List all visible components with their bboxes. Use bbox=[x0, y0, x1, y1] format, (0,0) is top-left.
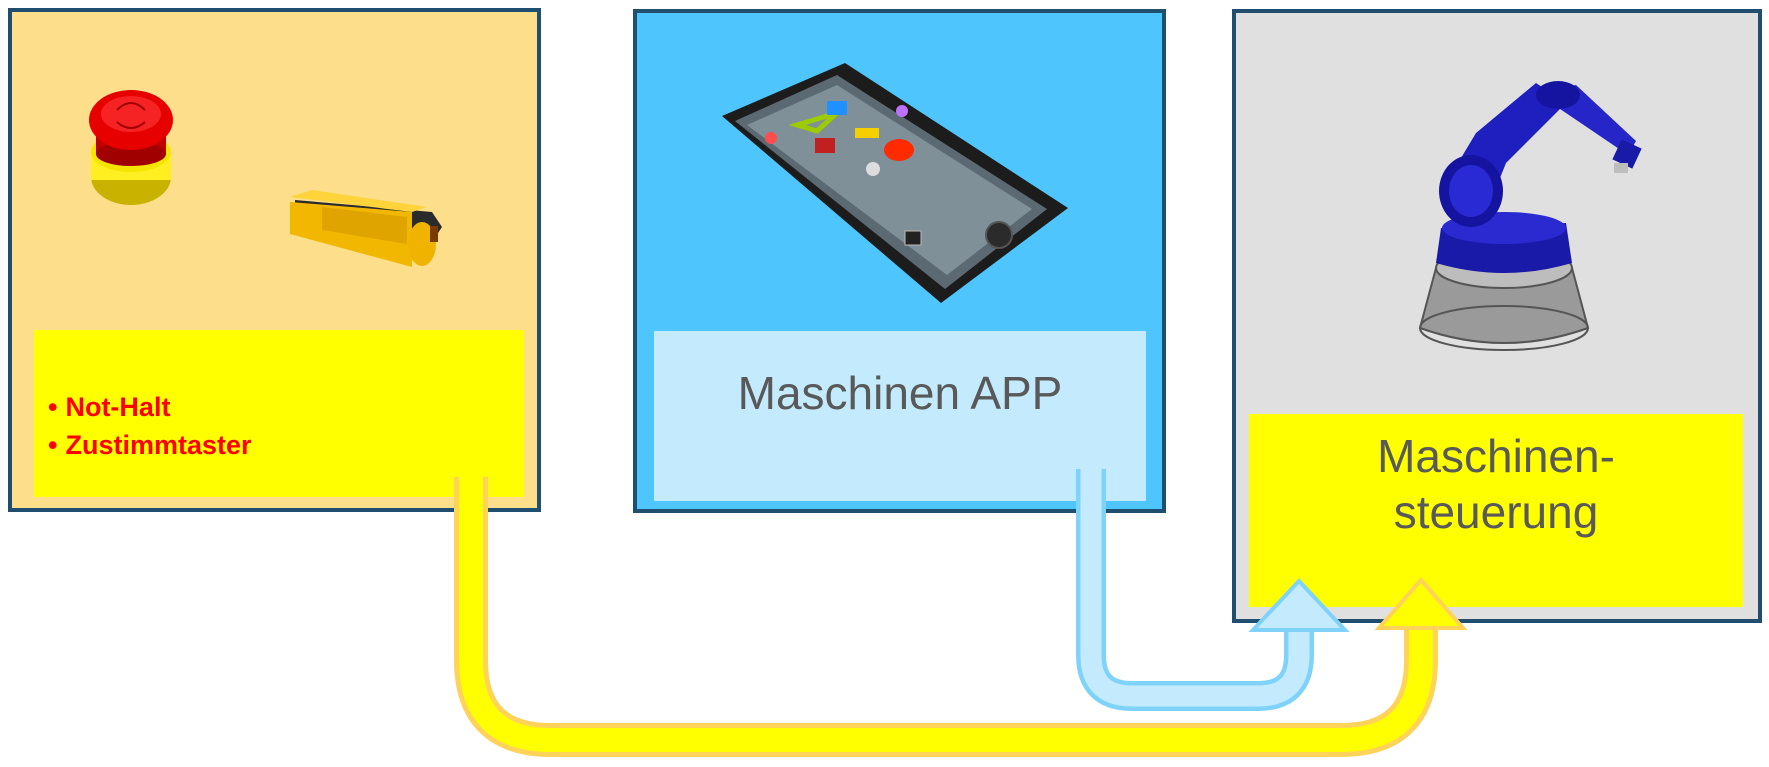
machine-app-label-box: Maschinen APP bbox=[654, 331, 1146, 501]
safety-devices-list: •Not-Halt •Zustimmtaster bbox=[48, 388, 252, 464]
emergency-stop-icon bbox=[89, 90, 173, 205]
machine-control-label-line1: Maschinen- bbox=[1377, 430, 1615, 482]
app-signal-arrow bbox=[1076, 469, 1350, 711]
safety-devices-panel: •Not-Halt •Zustimmtaster bbox=[8, 8, 541, 512]
smartphone-icon bbox=[722, 63, 1068, 303]
zustimmtaster-text: Zustimmtaster bbox=[65, 430, 252, 460]
safety-devices-illustration bbox=[89, 90, 442, 267]
safety-signal-arrow bbox=[454, 477, 1468, 757]
robot-arm-icon bbox=[1418, 81, 1642, 351]
machine-control-label-line2: steuerung bbox=[1393, 486, 1599, 538]
smartphone-illustration bbox=[722, 63, 1068, 303]
list-item: •Not-Halt bbox=[48, 392, 171, 422]
machine-control-label-box: Maschinen- steuerung bbox=[1249, 414, 1743, 607]
machine-control-panel: Maschinen- steuerung bbox=[1232, 9, 1762, 623]
enabling-switch-icon bbox=[290, 190, 442, 267]
safety-devices-label: •Not-Halt •Zustimmtaster bbox=[34, 330, 524, 497]
machine-app-panel: Maschinen APP bbox=[633, 9, 1166, 513]
machine-app-label: Maschinen APP bbox=[737, 367, 1063, 419]
list-item: •Zustimmtaster bbox=[48, 430, 252, 460]
robot-illustration bbox=[1418, 81, 1642, 351]
not-halt-text: Not-Halt bbox=[65, 392, 171, 422]
